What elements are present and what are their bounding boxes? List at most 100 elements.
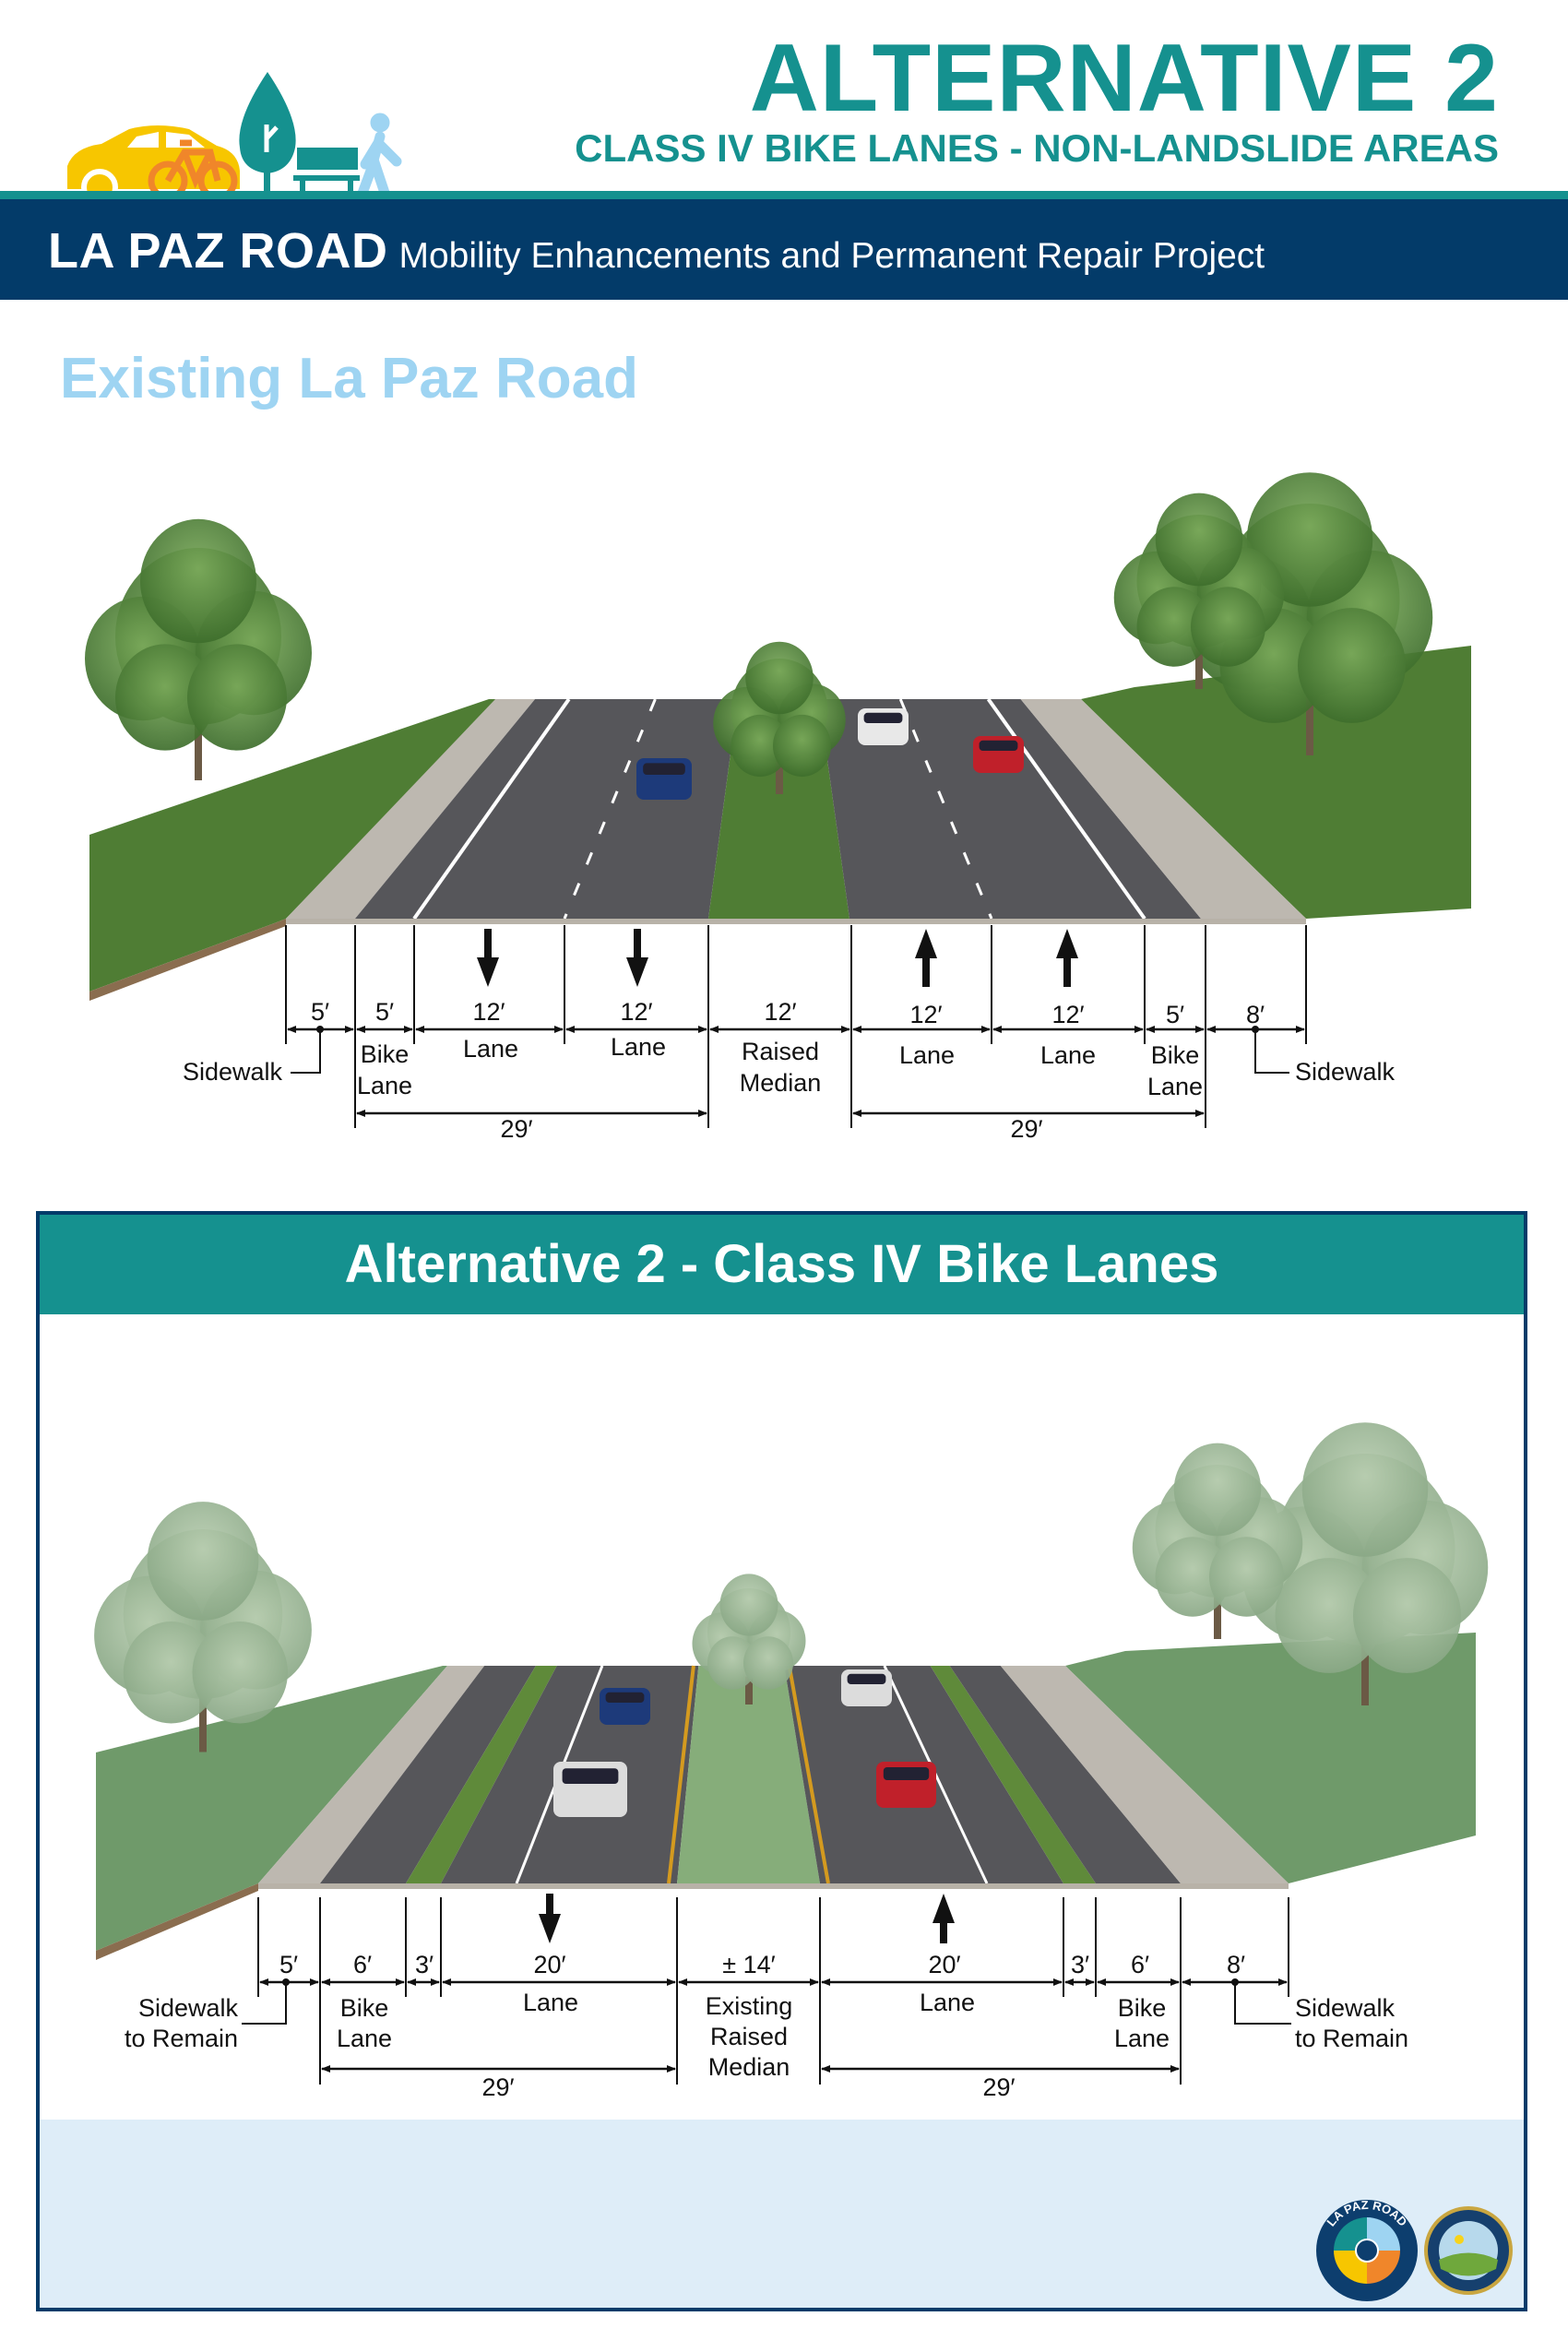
northbound-arrow-icon bbox=[1056, 929, 1078, 987]
dim-value: 6′ bbox=[1130, 1951, 1150, 1978]
dim-value: 12′ bbox=[909, 1001, 943, 1028]
sidewalk-left-label: Sidewalk bbox=[137, 1994, 238, 2022]
total-width-left: 29′ bbox=[500, 1115, 533, 1143]
dim-value: 12′ bbox=[472, 998, 505, 1026]
tree-foliage bbox=[773, 714, 831, 778]
project-description: Mobility Enhancements and Permanent Repa… bbox=[398, 236, 1265, 276]
dim-label: Lane bbox=[898, 1041, 956, 1069]
page-subtitle: CLASS IV BIKE LANES - NON-LANDSLIDE AREA… bbox=[575, 126, 1499, 170]
sidewalk-left-label-line2: to Remain bbox=[124, 2025, 238, 2052]
sidewalk-right-label: Sidewalk bbox=[1295, 1058, 1396, 1086]
dim-value: 8′ bbox=[1226, 1951, 1246, 1978]
lane-marking bbox=[412, 697, 571, 921]
project-name: LA PAZ ROAD bbox=[48, 223, 388, 279]
callout-leader bbox=[1254, 1029, 1289, 1074]
dim-value: 12′ bbox=[1051, 1001, 1085, 1028]
arrow-head bbox=[626, 957, 648, 987]
dim-value: 5′ bbox=[374, 998, 395, 1026]
arrow-head bbox=[1056, 929, 1078, 958]
dim-label: Lane bbox=[1039, 1041, 1097, 1069]
total-width-right: 29′ bbox=[1010, 1115, 1043, 1143]
dim-value: 20′ bbox=[928, 1951, 961, 1978]
southbound-arrow-icon bbox=[477, 929, 499, 987]
tree-icon bbox=[239, 72, 296, 194]
vehicle bbox=[973, 736, 1024, 773]
vehicle bbox=[858, 708, 909, 745]
arrow-shaft bbox=[922, 956, 930, 987]
dim-value: 5′ bbox=[310, 998, 330, 1026]
sidewalk-left-label: Sidewalk bbox=[182, 1058, 282, 1086]
tree-foliage bbox=[1298, 608, 1406, 723]
dim-label: Raised bbox=[709, 2023, 789, 2050]
dim-label: Bike bbox=[1150, 1041, 1200, 1069]
tree bbox=[713, 641, 846, 794]
right-sidewalk bbox=[1020, 699, 1306, 919]
dim-label: Lane bbox=[462, 1035, 519, 1063]
tree-foliage bbox=[1191, 587, 1265, 667]
dim-value: 12′ bbox=[764, 998, 797, 1026]
sidewalk-right-label-line2: to Remain bbox=[1295, 2025, 1409, 2052]
alternative-panel-header bbox=[40, 1215, 1524, 1314]
alternative-panel-footer bbox=[40, 2120, 1524, 2308]
tree-foliage bbox=[731, 714, 790, 778]
existing-section-title: Existing La Paz Road bbox=[60, 347, 639, 410]
dim-value: ± 14′ bbox=[722, 1951, 776, 1978]
southbound-arrow-icon bbox=[626, 929, 648, 987]
dim-label: Lane bbox=[1146, 1073, 1204, 1100]
dim-value: 3′ bbox=[1070, 1951, 1090, 1978]
project-banner bbox=[0, 199, 1568, 300]
dim-label: Bike bbox=[360, 1040, 410, 1068]
car-windshield bbox=[643, 763, 685, 775]
car-windshield bbox=[863, 712, 903, 723]
arrow-shaft bbox=[484, 929, 492, 959]
pedestrian-icon bbox=[356, 113, 402, 201]
tree bbox=[85, 518, 312, 780]
dim-value: 20′ bbox=[533, 1951, 566, 1978]
header-icons bbox=[67, 72, 402, 206]
tree-foliage bbox=[745, 641, 814, 715]
lane-marking bbox=[898, 698, 993, 920]
dim-label: Lane bbox=[610, 1033, 667, 1061]
dim-label: Existing bbox=[705, 1992, 793, 2020]
dim-value: 8′ bbox=[1245, 1001, 1265, 1028]
left-soil-edge bbox=[89, 919, 286, 1001]
tree-foliage bbox=[115, 644, 215, 751]
dim-label: Raised bbox=[741, 1038, 820, 1065]
dim-label: Lane bbox=[1113, 2025, 1170, 2052]
road-front-edge bbox=[286, 919, 1306, 924]
lane-marking bbox=[986, 697, 1146, 921]
left-sidewalk bbox=[286, 699, 536, 919]
arrow-head bbox=[915, 929, 937, 958]
dim-label: Bike bbox=[339, 1994, 389, 2022]
dim-value: 6′ bbox=[352, 1951, 373, 1978]
logos: LA PAZ ROAD bbox=[1316, 2198, 1513, 2301]
city-seal bbox=[1424, 2206, 1513, 2295]
dim-value: 3′ bbox=[414, 1951, 434, 1978]
vehicle bbox=[636, 758, 692, 800]
project-logo: LA PAZ ROAD bbox=[1316, 2198, 1418, 2301]
total-width-right: 29′ bbox=[982, 2073, 1016, 2101]
dim-value: 5′ bbox=[1165, 1001, 1185, 1028]
lane-marking bbox=[563, 698, 657, 920]
tree-foliage bbox=[1155, 493, 1243, 587]
callout-leader bbox=[291, 1029, 321, 1074]
alternative-panel-title: Alternative 2 - Class IV Bike Lanes bbox=[344, 1234, 1219, 1294]
tree-foliage bbox=[187, 644, 287, 751]
tree-foliage bbox=[140, 518, 256, 644]
page-title: ALTERNATIVE 2 bbox=[749, 25, 1499, 132]
dim-label: Lane bbox=[356, 1072, 413, 1099]
existing-dimension-lines bbox=[285, 925, 1307, 1128]
total-width-left: 29′ bbox=[481, 2073, 515, 2101]
left-grass-slope bbox=[89, 699, 498, 992]
existing-road-rendering bbox=[85, 472, 1471, 1001]
dim-label: Median bbox=[707, 2053, 790, 2081]
sidewalk-right-label: Sidewalk bbox=[1295, 1994, 1396, 2022]
header-rule bbox=[0, 191, 1568, 199]
arrow-shaft bbox=[634, 929, 641, 959]
dim-value: 12′ bbox=[620, 998, 653, 1026]
bench-icon bbox=[293, 148, 360, 194]
dim-label: Lane bbox=[919, 1989, 976, 2016]
dim-label: Lane bbox=[522, 1989, 579, 2016]
